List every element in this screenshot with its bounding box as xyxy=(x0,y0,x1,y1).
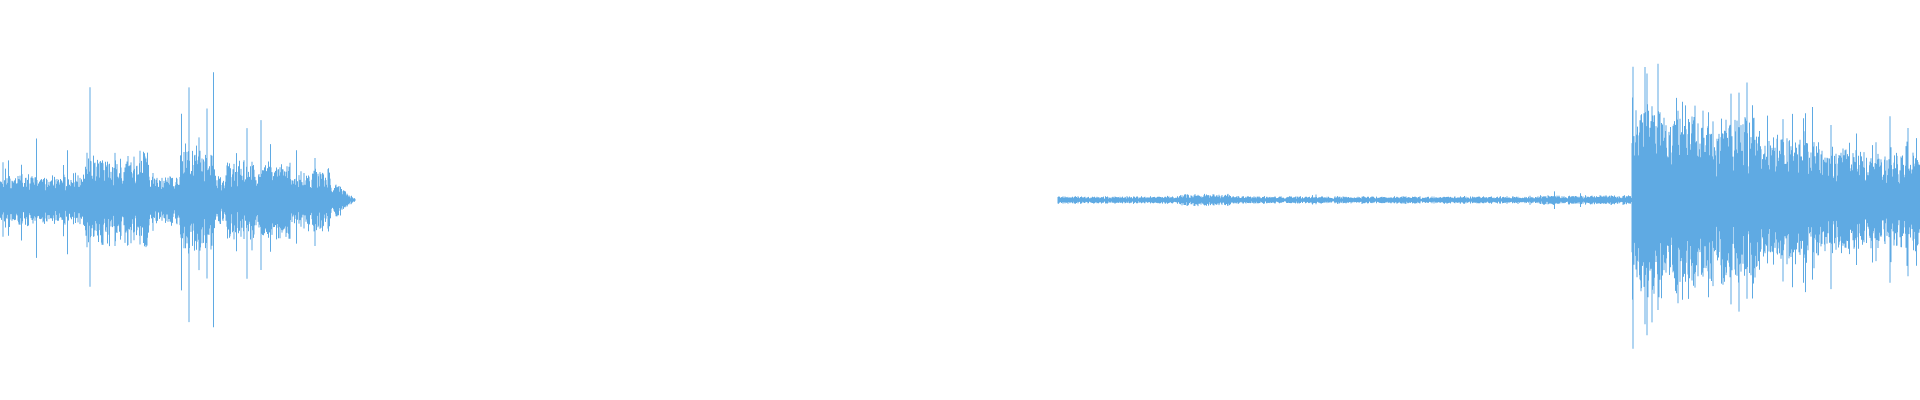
waveform-bars xyxy=(0,63,1920,349)
waveform-path xyxy=(0,63,1920,349)
